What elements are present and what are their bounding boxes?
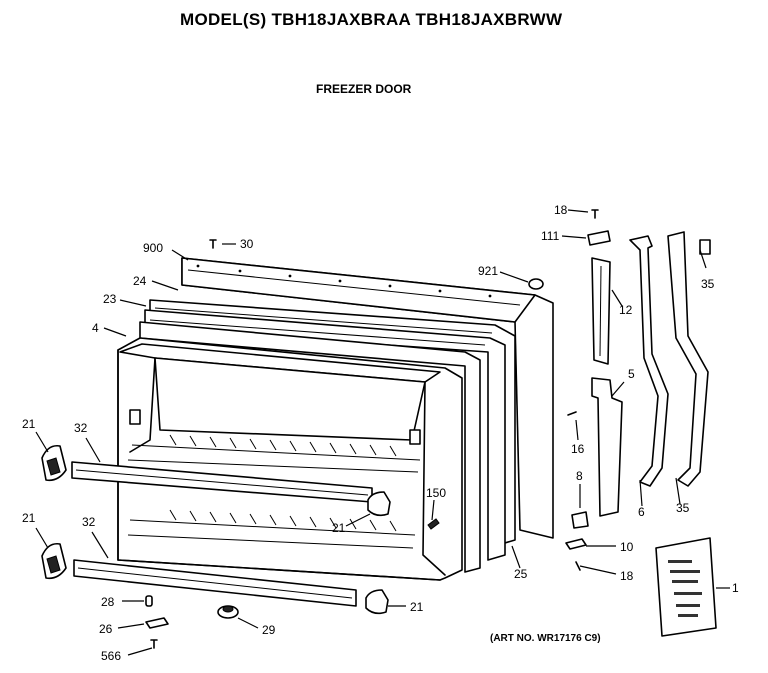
door-liner <box>117 337 463 581</box>
callout-1: 1 <box>732 581 739 595</box>
callout-18-top: 18 <box>554 203 568 217</box>
leader-lines <box>35 209 730 656</box>
callout-921: 921 <box>478 264 498 278</box>
callout-10: 10 <box>620 540 634 554</box>
callout-900: 900 <box>143 241 163 255</box>
door-gasket <box>139 299 516 573</box>
callout-566: 566 <box>101 649 121 663</box>
callout-32-upper: 32 <box>74 421 88 435</box>
callout-111: 111 <box>541 229 560 243</box>
callout-25: 25 <box>514 567 528 581</box>
callout-4: 4 <box>92 321 99 335</box>
callout-21-bottom: 21 <box>410 600 424 614</box>
callout-28: 28 <box>101 595 115 609</box>
callout-24: 24 <box>133 274 147 288</box>
art-number: (ART NO. WR17176 C9) <box>490 633 601 644</box>
callout-23: 23 <box>103 292 117 306</box>
callout-150: 150 <box>426 486 446 500</box>
callout-5: 5 <box>628 367 635 381</box>
callout-26: 26 <box>99 622 113 636</box>
section-title: FREEZER DOOR <box>316 82 412 96</box>
callout-12: 12 <box>619 303 633 317</box>
callout-35-bottom: 35 <box>676 501 690 515</box>
callout-labels: 900 30 24 23 4 921 18 111 12 5 35 16 8 1… <box>22 203 739 663</box>
callout-21-upper-left: 21 <box>22 417 36 431</box>
model-title: MODEL(S) TBH18JAXBRAA TBH18JAXBRWW <box>180 10 563 29</box>
callout-8: 8 <box>576 469 583 483</box>
shelf-end-caps <box>41 444 391 615</box>
callout-35-top: 35 <box>701 277 715 291</box>
instruction-card <box>655 537 717 637</box>
outer-door-panel <box>181 257 554 539</box>
callout-29: 29 <box>262 623 276 637</box>
callout-6: 6 <box>638 505 645 519</box>
callout-32-lower: 32 <box>82 515 96 529</box>
callout-21-lower-left: 21 <box>22 511 36 525</box>
callout-16: 16 <box>571 442 585 456</box>
hardware-parts <box>145 209 623 649</box>
callout-18-bottom: 18 <box>620 569 634 583</box>
callout-30: 30 <box>240 237 254 251</box>
callout-21-center: 21 <box>332 521 346 535</box>
door-brackets <box>629 231 711 487</box>
